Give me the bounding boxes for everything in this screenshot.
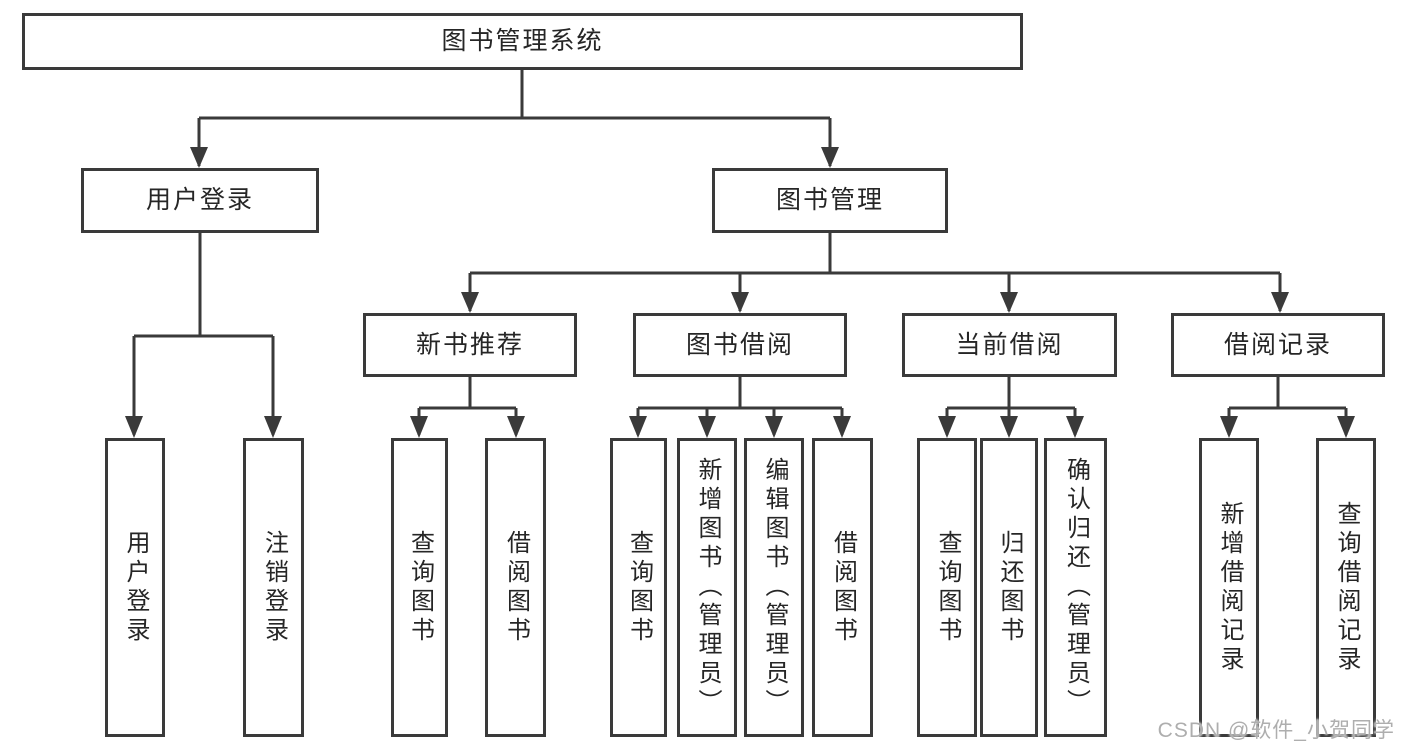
node-user-login: 用户登录	[81, 168, 319, 233]
leaf-user-login: 用户登录	[105, 438, 165, 737]
leaf-query-borrow-record: 查询借阅记录	[1316, 438, 1376, 737]
node-root: 图书管理系统	[22, 13, 1023, 70]
leaf-return-book-label: 归还图书	[996, 529, 1023, 646]
node-borrow-records-label: 借阅记录	[1223, 330, 1332, 359]
node-current-borrow: 当前借阅	[902, 313, 1117, 377]
leaf-add-borrow-record: 新增借阅记录	[1199, 438, 1259, 737]
leaf-add-book-admin-label: 新增图书（管理员）	[694, 457, 721, 718]
node-book-management: 图书管理	[712, 168, 948, 233]
node-user-login-label: 用户登录	[145, 186, 254, 214]
leaf-add-borrow-record-label: 新增借阅记录	[1216, 500, 1243, 675]
leaf-recommend-query-book-label: 查询图书	[406, 529, 434, 646]
node-new-book-recommend-label: 新书推荐	[415, 330, 524, 359]
leaf-borrow-query-book: 查询图书	[610, 438, 667, 737]
node-book-borrow-label: 图书借阅	[685, 330, 794, 359]
node-root-label: 图书管理系统	[441, 27, 604, 55]
leaf-user-login-label: 用户登录	[122, 529, 149, 646]
node-borrow-records: 借阅记录	[1171, 313, 1385, 377]
leaf-borrow-query-book-label: 查询图书	[625, 529, 653, 646]
watermark-text: CSDN @软件_小贺同学	[1157, 719, 1395, 742]
node-current-borrow-label: 当前借阅	[955, 330, 1064, 359]
leaf-logout: 注销登录	[243, 438, 304, 737]
leaf-confirm-return-admin: 确认归还（管理员）	[1044, 438, 1107, 737]
leaf-logout-label: 注销登录	[260, 529, 288, 646]
leaf-confirm-return-admin-label: 确认归还（管理员）	[1062, 457, 1090, 718]
leaf-edit-book-admin: 编辑图书（管理员）	[744, 438, 804, 737]
node-book-borrow: 图书借阅	[633, 313, 847, 377]
leaf-return-book: 归还图书	[980, 438, 1038, 737]
node-book-management-label: 图书管理	[775, 186, 884, 214]
leaf-current-query-book-label: 查询图书	[934, 529, 961, 646]
leaf-query-borrow-record-label: 查询借阅记录	[1333, 500, 1360, 675]
node-new-book-recommend: 新书推荐	[363, 313, 577, 377]
leaf-recommend-borrow-book-label: 借阅图书	[502, 529, 530, 646]
leaf-current-query-book: 查询图书	[917, 438, 977, 737]
leaf-recommend-borrow-book: 借阅图书	[485, 438, 546, 737]
leaf-recommend-query-book: 查询图书	[391, 438, 448, 737]
leaf-add-book-admin: 新增图书（管理员）	[677, 438, 737, 737]
arrowheads	[125, 147, 1355, 438]
leaf-borrow-book: 借阅图书	[812, 438, 873, 737]
leaf-borrow-book-label: 借阅图书	[829, 529, 857, 646]
leaf-edit-book-admin-label: 编辑图书（管理员）	[761, 457, 788, 718]
